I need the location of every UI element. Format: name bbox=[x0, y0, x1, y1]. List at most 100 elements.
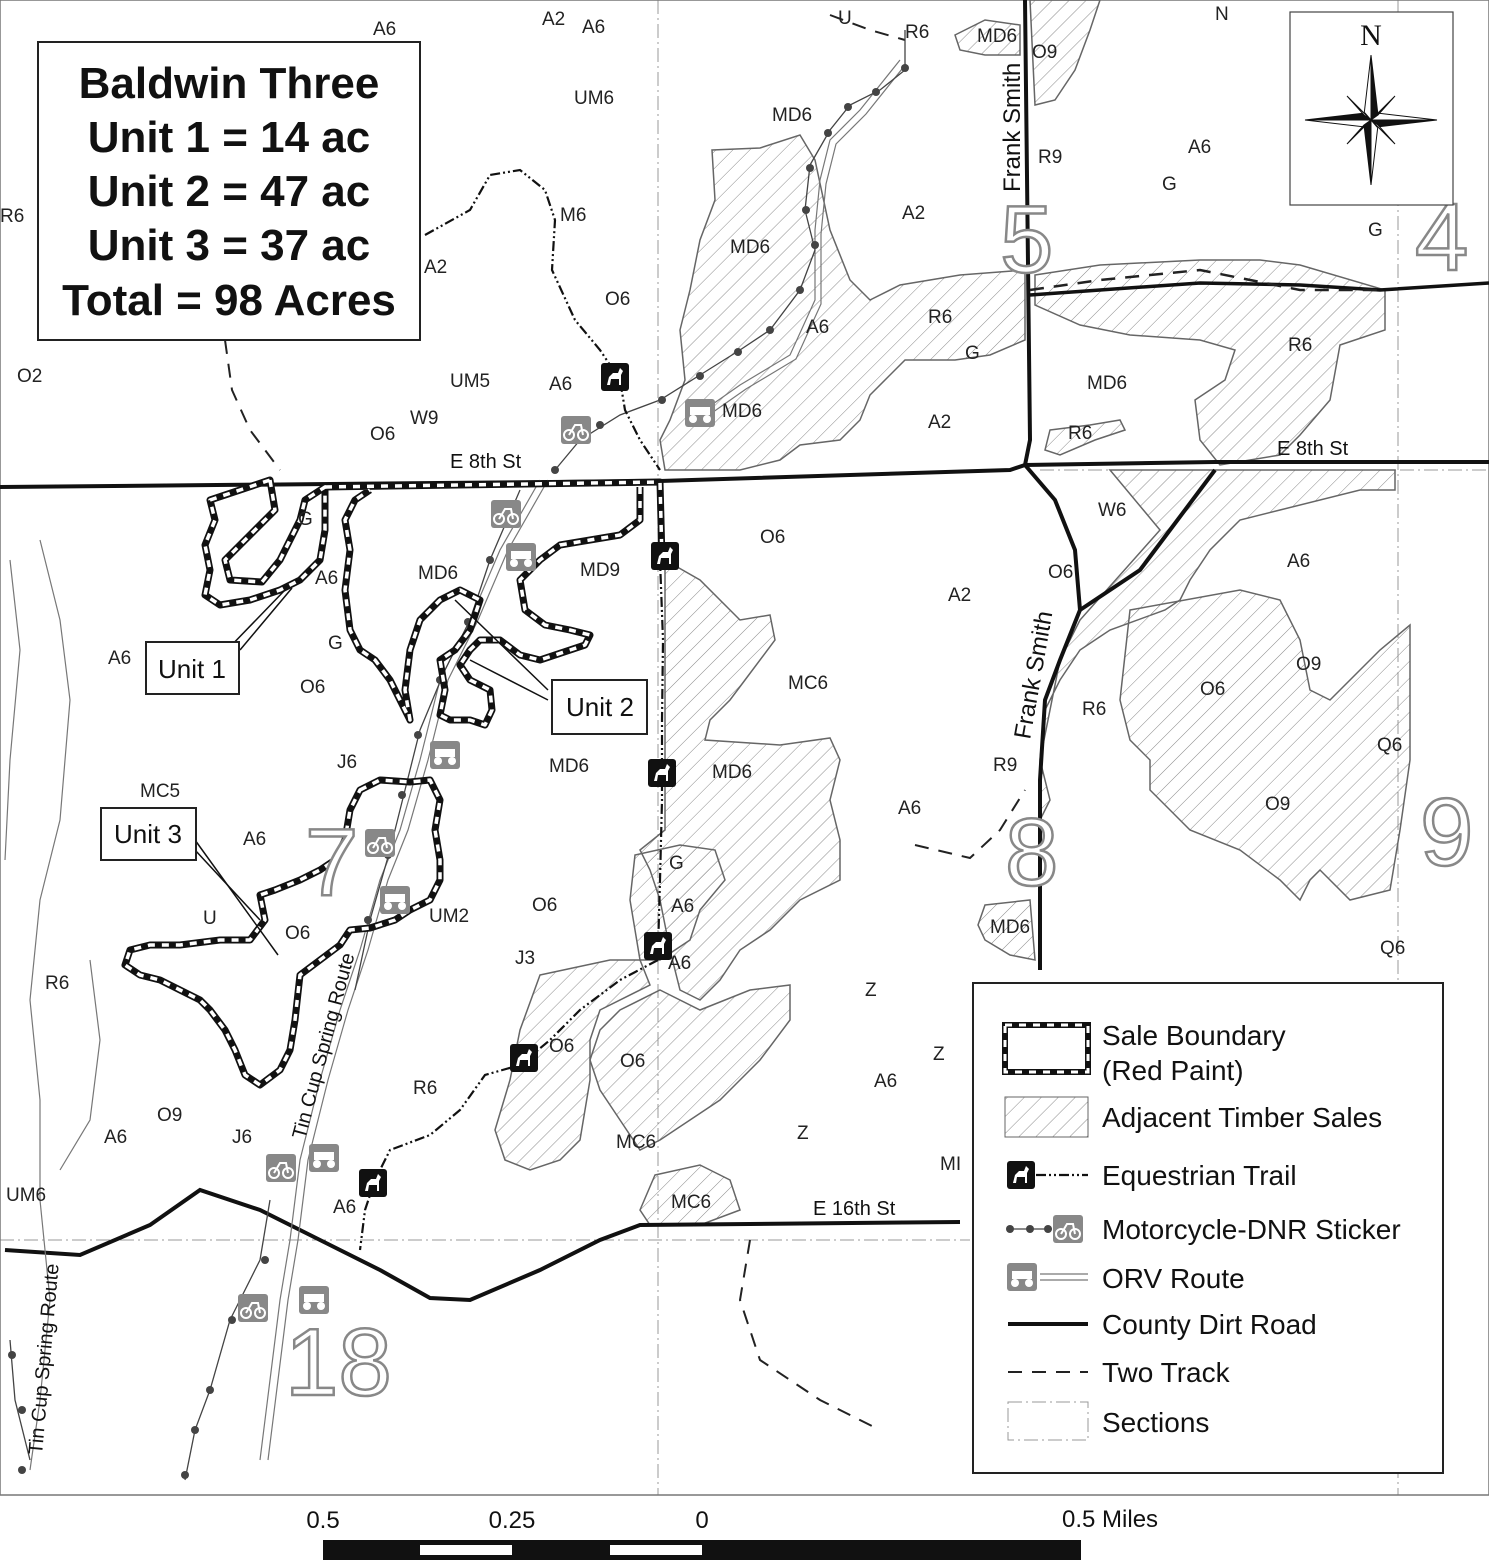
motorcycle-icon bbox=[1052, 1214, 1084, 1244]
stand-label: MD6 bbox=[977, 26, 1017, 47]
legend: Sale Boundary (Red Paint) Adjacent Timbe… bbox=[972, 982, 1444, 1474]
stand-label: Z bbox=[933, 1044, 945, 1065]
stand-label: R6 bbox=[413, 1078, 437, 1099]
road-label-tin-cup-south: Tin Cup Spring Route bbox=[25, 1263, 64, 1456]
legend-adjacent-timber: Adjacent Timber Sales bbox=[1102, 1102, 1382, 1133]
stand-label: Q6 bbox=[1377, 735, 1402, 756]
legend-county-road: County Dirt Road bbox=[1102, 1309, 1317, 1340]
orv-icon bbox=[506, 543, 536, 571]
stand-label: A2 bbox=[948, 585, 971, 606]
stand-label: MD6 bbox=[1087, 373, 1127, 394]
legend-orv-route: ORV Route bbox=[1102, 1263, 1245, 1294]
stand-label: A6 bbox=[1287, 551, 1310, 572]
stand-label: A6 bbox=[671, 896, 694, 917]
legend-motorcycle: Motorcycle-DNR Sticker bbox=[1102, 1214, 1401, 1245]
stand-label: MC6 bbox=[616, 1132, 656, 1153]
section-number-18: 18 bbox=[285, 1309, 392, 1416]
stand-label: A6 bbox=[315, 568, 338, 589]
stand-label: MD6 bbox=[772, 105, 812, 126]
stand-label: R6 bbox=[1288, 335, 1312, 356]
legend-sale-boundary-note: (Red Paint) bbox=[1102, 1055, 1244, 1086]
legend-sections: Sections bbox=[1102, 1407, 1209, 1438]
stand-label: R9 bbox=[993, 755, 1017, 776]
stand-label: O6 bbox=[300, 677, 325, 698]
stand-label: O6 bbox=[620, 1051, 645, 1072]
orv-icon bbox=[685, 399, 715, 427]
stand-label: O6 bbox=[1048, 562, 1073, 583]
scale-tick-0: 0 bbox=[695, 1507, 708, 1534]
legend-sale-boundary: Sale Boundary bbox=[1102, 1020, 1286, 1051]
two-track-roads bbox=[224, 14, 1380, 1431]
sale-boundaries bbox=[121, 476, 662, 1089]
stand-label: R6 bbox=[928, 307, 952, 328]
horse-icon bbox=[601, 363, 629, 391]
stand-label: O6 bbox=[285, 923, 310, 944]
orv-icon bbox=[430, 741, 460, 769]
unit-callouts: Unit 1 Unit 2 Unit 3 bbox=[100, 641, 648, 861]
stand-label: MD6 bbox=[990, 917, 1030, 938]
road-label-e16th: E 16th St bbox=[813, 1198, 896, 1220]
motorcycle-icon bbox=[265, 1153, 297, 1183]
stand-label: M6 bbox=[560, 205, 586, 226]
stand-label: O6 bbox=[1200, 679, 1225, 700]
stand-label: A6 bbox=[333, 1197, 356, 1218]
compass-rose-icon bbox=[1304, 54, 1438, 186]
stand-label: MD9 bbox=[580, 560, 620, 581]
title-sale-name: Baldwin Three bbox=[79, 59, 380, 108]
stand-label: MD6 bbox=[712, 762, 752, 783]
stand-label: A6 bbox=[104, 1127, 127, 1148]
stand-label: A6 bbox=[898, 798, 921, 819]
stand-label: A2 bbox=[928, 412, 951, 433]
stand-label: A6 bbox=[874, 1071, 897, 1092]
orv-icon bbox=[1007, 1263, 1037, 1291]
orv-icon bbox=[309, 1144, 339, 1172]
orv-routes bbox=[4, 59, 907, 1471]
title-unit1-acres: Unit 1 = 14 ac bbox=[88, 113, 370, 162]
stand-label: Z bbox=[865, 980, 877, 1001]
motorcycle-icon bbox=[364, 828, 396, 858]
stand-label: O9 bbox=[1296, 654, 1321, 675]
stand-label: O6 bbox=[370, 424, 395, 445]
stand-label: O2 bbox=[17, 366, 42, 387]
stand-label: G bbox=[298, 509, 313, 530]
section-number-7: 7 bbox=[305, 809, 358, 916]
unit-leader-lines bbox=[194, 587, 549, 956]
stand-label: MC5 bbox=[140, 781, 180, 802]
stand-label: G bbox=[328, 633, 343, 654]
stand-label: O6 bbox=[605, 289, 630, 310]
stand-label: A6 bbox=[1188, 137, 1211, 158]
stand-label: MC6 bbox=[788, 673, 828, 694]
stand-label: MD6 bbox=[730, 237, 770, 258]
section-number-5: 5 bbox=[1000, 186, 1053, 293]
horse-icon bbox=[1007, 1161, 1035, 1189]
stand-label: R6 bbox=[905, 22, 929, 43]
stand-label: MD6 bbox=[722, 401, 762, 422]
section-number-8: 8 bbox=[1005, 799, 1058, 906]
title-box: Baldwin Three Unit 1 = 14 ac Unit 2 = 47… bbox=[37, 41, 421, 341]
legend-equestrian-trail: Equestrian Trail bbox=[1102, 1160, 1297, 1191]
stand-label: UM5 bbox=[450, 371, 490, 392]
stand-label: J6 bbox=[232, 1127, 252, 1148]
road-label-frank-smith-north: Frank Smith bbox=[999, 63, 1026, 192]
stand-label: A6 bbox=[582, 17, 605, 38]
stand-label: R6 bbox=[1068, 423, 1092, 444]
scale-tick-025: 0.25 bbox=[489, 1507, 536, 1534]
stand-label: A6 bbox=[108, 648, 131, 669]
adjacent-timber-sales bbox=[494, 0, 1411, 1226]
north-letter: N bbox=[1360, 19, 1382, 52]
horse-icon bbox=[359, 1169, 387, 1197]
horse-icon bbox=[510, 1044, 538, 1072]
stand-label: R6 bbox=[0, 206, 24, 227]
orv-icon bbox=[380, 886, 410, 914]
legend-two-track: Two Track bbox=[1102, 1357, 1231, 1388]
scale-tick-05-left: 0.5 bbox=[306, 1507, 339, 1534]
stand-label: O6 bbox=[760, 527, 785, 548]
motorcycle-icon bbox=[237, 1293, 269, 1323]
title-unit3-acres: Unit 3 = 37 ac bbox=[88, 221, 370, 270]
unit-2-label: Unit 2 bbox=[566, 692, 634, 722]
stand-label: UM6 bbox=[6, 1185, 46, 1206]
road-label-e8th-west: E 8th St bbox=[450, 451, 522, 473]
stand-label: G bbox=[669, 853, 684, 874]
